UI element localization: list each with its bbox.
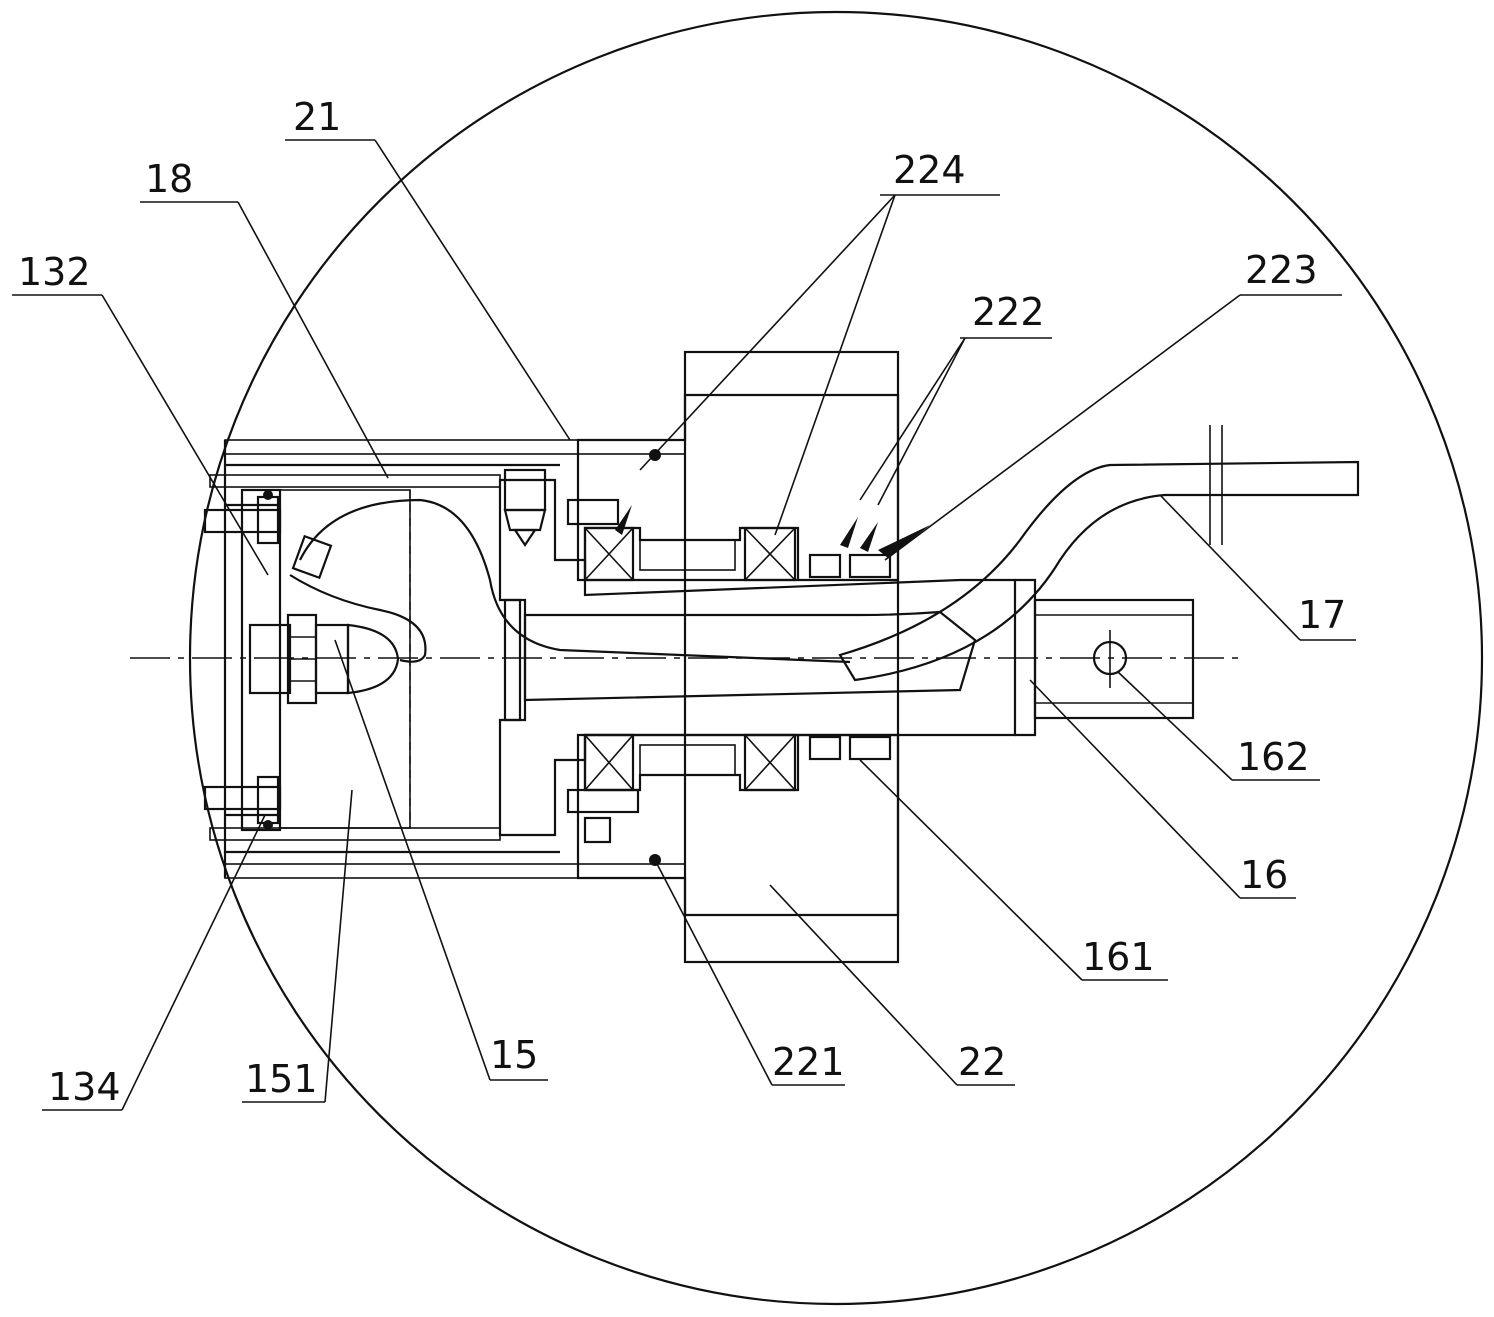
label-161: 161 — [1082, 935, 1155, 979]
shaft-end — [1015, 578, 1195, 737]
label-21: 21 — [293, 95, 341, 139]
label-151: 151 — [245, 1057, 318, 1101]
label-22: 22 — [958, 1040, 1006, 1084]
label-222: 222 — [972, 290, 1045, 334]
label-134: 134 — [48, 1065, 121, 1109]
label-162: 162 — [1237, 735, 1310, 779]
shaft-bore — [523, 610, 977, 702]
gland-fitting — [248, 613, 400, 705]
bearings — [583, 526, 797, 792]
part-labels: 21 18 132 224 223 222 17 162 16 161 22 2… — [18, 95, 1346, 1109]
label-16: 16 — [1240, 853, 1288, 897]
label-18: 18 — [145, 157, 193, 201]
arrows — [615, 505, 930, 558]
label-224: 224 — [893, 148, 966, 192]
label-17: 17 — [1298, 593, 1346, 637]
label-221: 221 — [772, 1040, 845, 1084]
leader-lines — [12, 139, 1356, 1111]
cable — [299, 498, 851, 664]
label-132: 132 — [18, 250, 91, 294]
lead-pipe — [838, 460, 1360, 682]
pulley-hub — [576, 350, 900, 964]
detail-circle — [188, 10, 1484, 1306]
label-15: 15 — [490, 1033, 538, 1077]
seals — [808, 553, 892, 761]
label-223: 223 — [1245, 248, 1318, 292]
